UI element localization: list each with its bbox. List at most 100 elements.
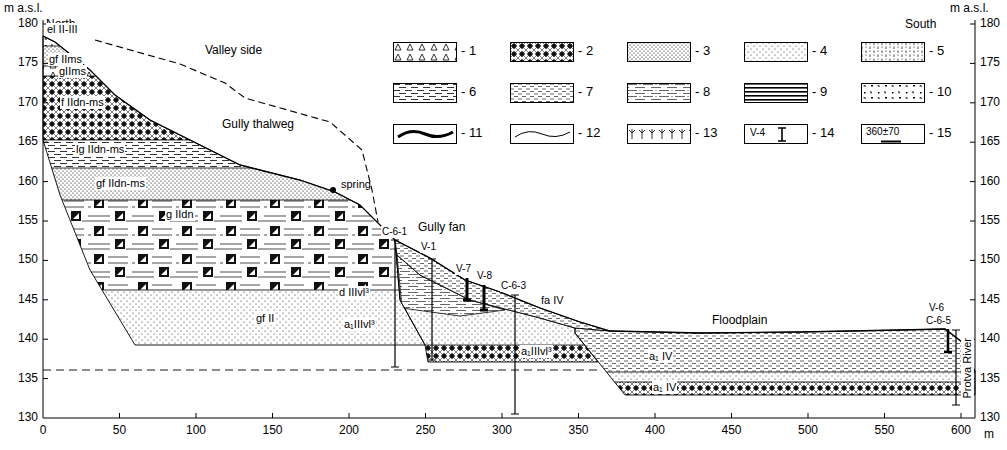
feature-label: Gully fan [418, 221, 465, 235]
unit-label: fa IV [540, 294, 565, 307]
swatch-frame [745, 125, 808, 144]
axis-tick-label: 150 [980, 253, 1000, 267]
legend-item: - 5 [861, 42, 973, 62]
old-deposits-outline [43, 36, 425, 345]
borehole [952, 330, 960, 405]
g-ms-layer [40, 66, 440, 76]
fan-ground [395, 240, 610, 331]
axis-tick-label: 500 [798, 424, 818, 438]
unit-label: el II-III [46, 23, 79, 36]
swatch-pattern [628, 43, 690, 61]
swatch-mark [881, 141, 901, 143]
borehole-label: V-8 [476, 270, 493, 282]
floodplain-sand-ground [570, 372, 980, 382]
boreholes [391, 240, 960, 414]
unit-label: a₁ IV [652, 381, 677, 394]
legend-text: - 12 [578, 126, 600, 141]
swatch-frame [511, 43, 574, 62]
feature-label: Gully thalweg [222, 118, 294, 132]
unit-label: gIIms [58, 65, 87, 78]
unit-label: f IIdn-ms [60, 96, 105, 109]
axis-title: m a.s.l. [4, 2, 43, 16]
axis-tick-label: 165 [18, 135, 38, 149]
axis-tick-label: 175 [980, 56, 1000, 70]
borehole [391, 240, 399, 367]
swatch-pattern [394, 43, 456, 61]
legend-text: - 4 [812, 44, 827, 59]
borehole [480, 285, 488, 310]
swatch-pattern [628, 84, 690, 102]
floodplain-sand [570, 372, 980, 382]
swatch-pattern [862, 43, 924, 61]
unit-label: g IIdn [165, 208, 195, 221]
unit-label: lg IIdn-ms [75, 143, 125, 156]
swatch-frame [862, 84, 925, 103]
floodplain-loam [570, 325, 980, 400]
borehole-label: C-6-3 [500, 280, 527, 292]
feature-label: spring [341, 178, 371, 191]
axis-tick-label: 180 [980, 17, 1000, 31]
legend-item: - 6 [393, 83, 505, 103]
axis-tick-label: 100 [186, 424, 206, 438]
swatch-frame [745, 84, 808, 103]
axis-tick-label: 155 [980, 214, 1000, 228]
axis-tick-label: 550 [874, 424, 894, 438]
unit-label: gf IIdn-ms [95, 177, 146, 190]
legend-swatch [393, 42, 457, 62]
swatch-frame [628, 125, 691, 144]
legend-swatch [510, 124, 574, 144]
swatch-frame [394, 84, 457, 103]
axis-tick-label: 135 [980, 372, 1000, 386]
axis-tick-label: 250 [415, 424, 435, 438]
borehole-label: V-7 [455, 263, 472, 275]
spring-symbol [330, 187, 336, 193]
legend-text: - 10 [929, 85, 951, 100]
legend-item: - 1 [393, 42, 505, 62]
floodplain-deposits [570, 325, 980, 400]
legend-swatch [393, 124, 457, 144]
unit-label: gf IIms [48, 53, 83, 66]
borehole-label: V-6 [928, 302, 945, 314]
axis-tick-label: 0 [40, 424, 47, 438]
old-deposits [40, 28, 440, 350]
legend-swatch [627, 124, 691, 144]
swatch-frame [862, 43, 925, 62]
legend-text: - 13 [695, 126, 717, 141]
axis-frame [43, 20, 975, 418]
legend-swatch [393, 83, 457, 103]
unit-label: a₁ IV [648, 350, 673, 363]
floodplain-gravel [570, 382, 980, 395]
ground-surface [43, 36, 975, 372]
borehole [428, 259, 436, 360]
legend-item: - 13 [627, 124, 739, 144]
legend-swatch [744, 83, 808, 103]
axis-title: m a.s.l. [950, 2, 989, 16]
legend-sample-text: V-4 [750, 127, 765, 139]
legend-text: - 14 [812, 126, 834, 141]
legend-text: - 8 [695, 85, 710, 100]
swatch-frame [628, 43, 691, 62]
legend-item: - 4 [744, 42, 856, 62]
swatch-borehole [778, 128, 786, 141]
swatch-pattern [745, 84, 807, 102]
feature-label: Valley side [205, 44, 262, 58]
axis-tick-label: 450 [721, 424, 741, 438]
unit-label: a₁IIIvl³ [520, 345, 553, 358]
axis-tick-label: 50 [113, 424, 126, 438]
swatch-frame [745, 43, 808, 62]
axis-tick-label: 145 [980, 293, 1000, 307]
swatch-pattern [628, 125, 690, 143]
unit-label: a₁IIIvl³ [343, 318, 376, 331]
legend-item: - 7 [510, 83, 622, 103]
borehole-label: V-1 [420, 241, 437, 253]
legend-item: - 3 [627, 42, 739, 62]
g-dn-layer [40, 200, 440, 290]
axis-tick-label: 140 [18, 332, 38, 346]
gully-fan-deposit [395, 240, 610, 331]
unit-label: d IIIvl³ [338, 286, 370, 299]
axis-unit: m [984, 428, 994, 442]
layer-boundary [40, 46, 440, 290]
axis-tick-label: 145 [18, 293, 38, 307]
